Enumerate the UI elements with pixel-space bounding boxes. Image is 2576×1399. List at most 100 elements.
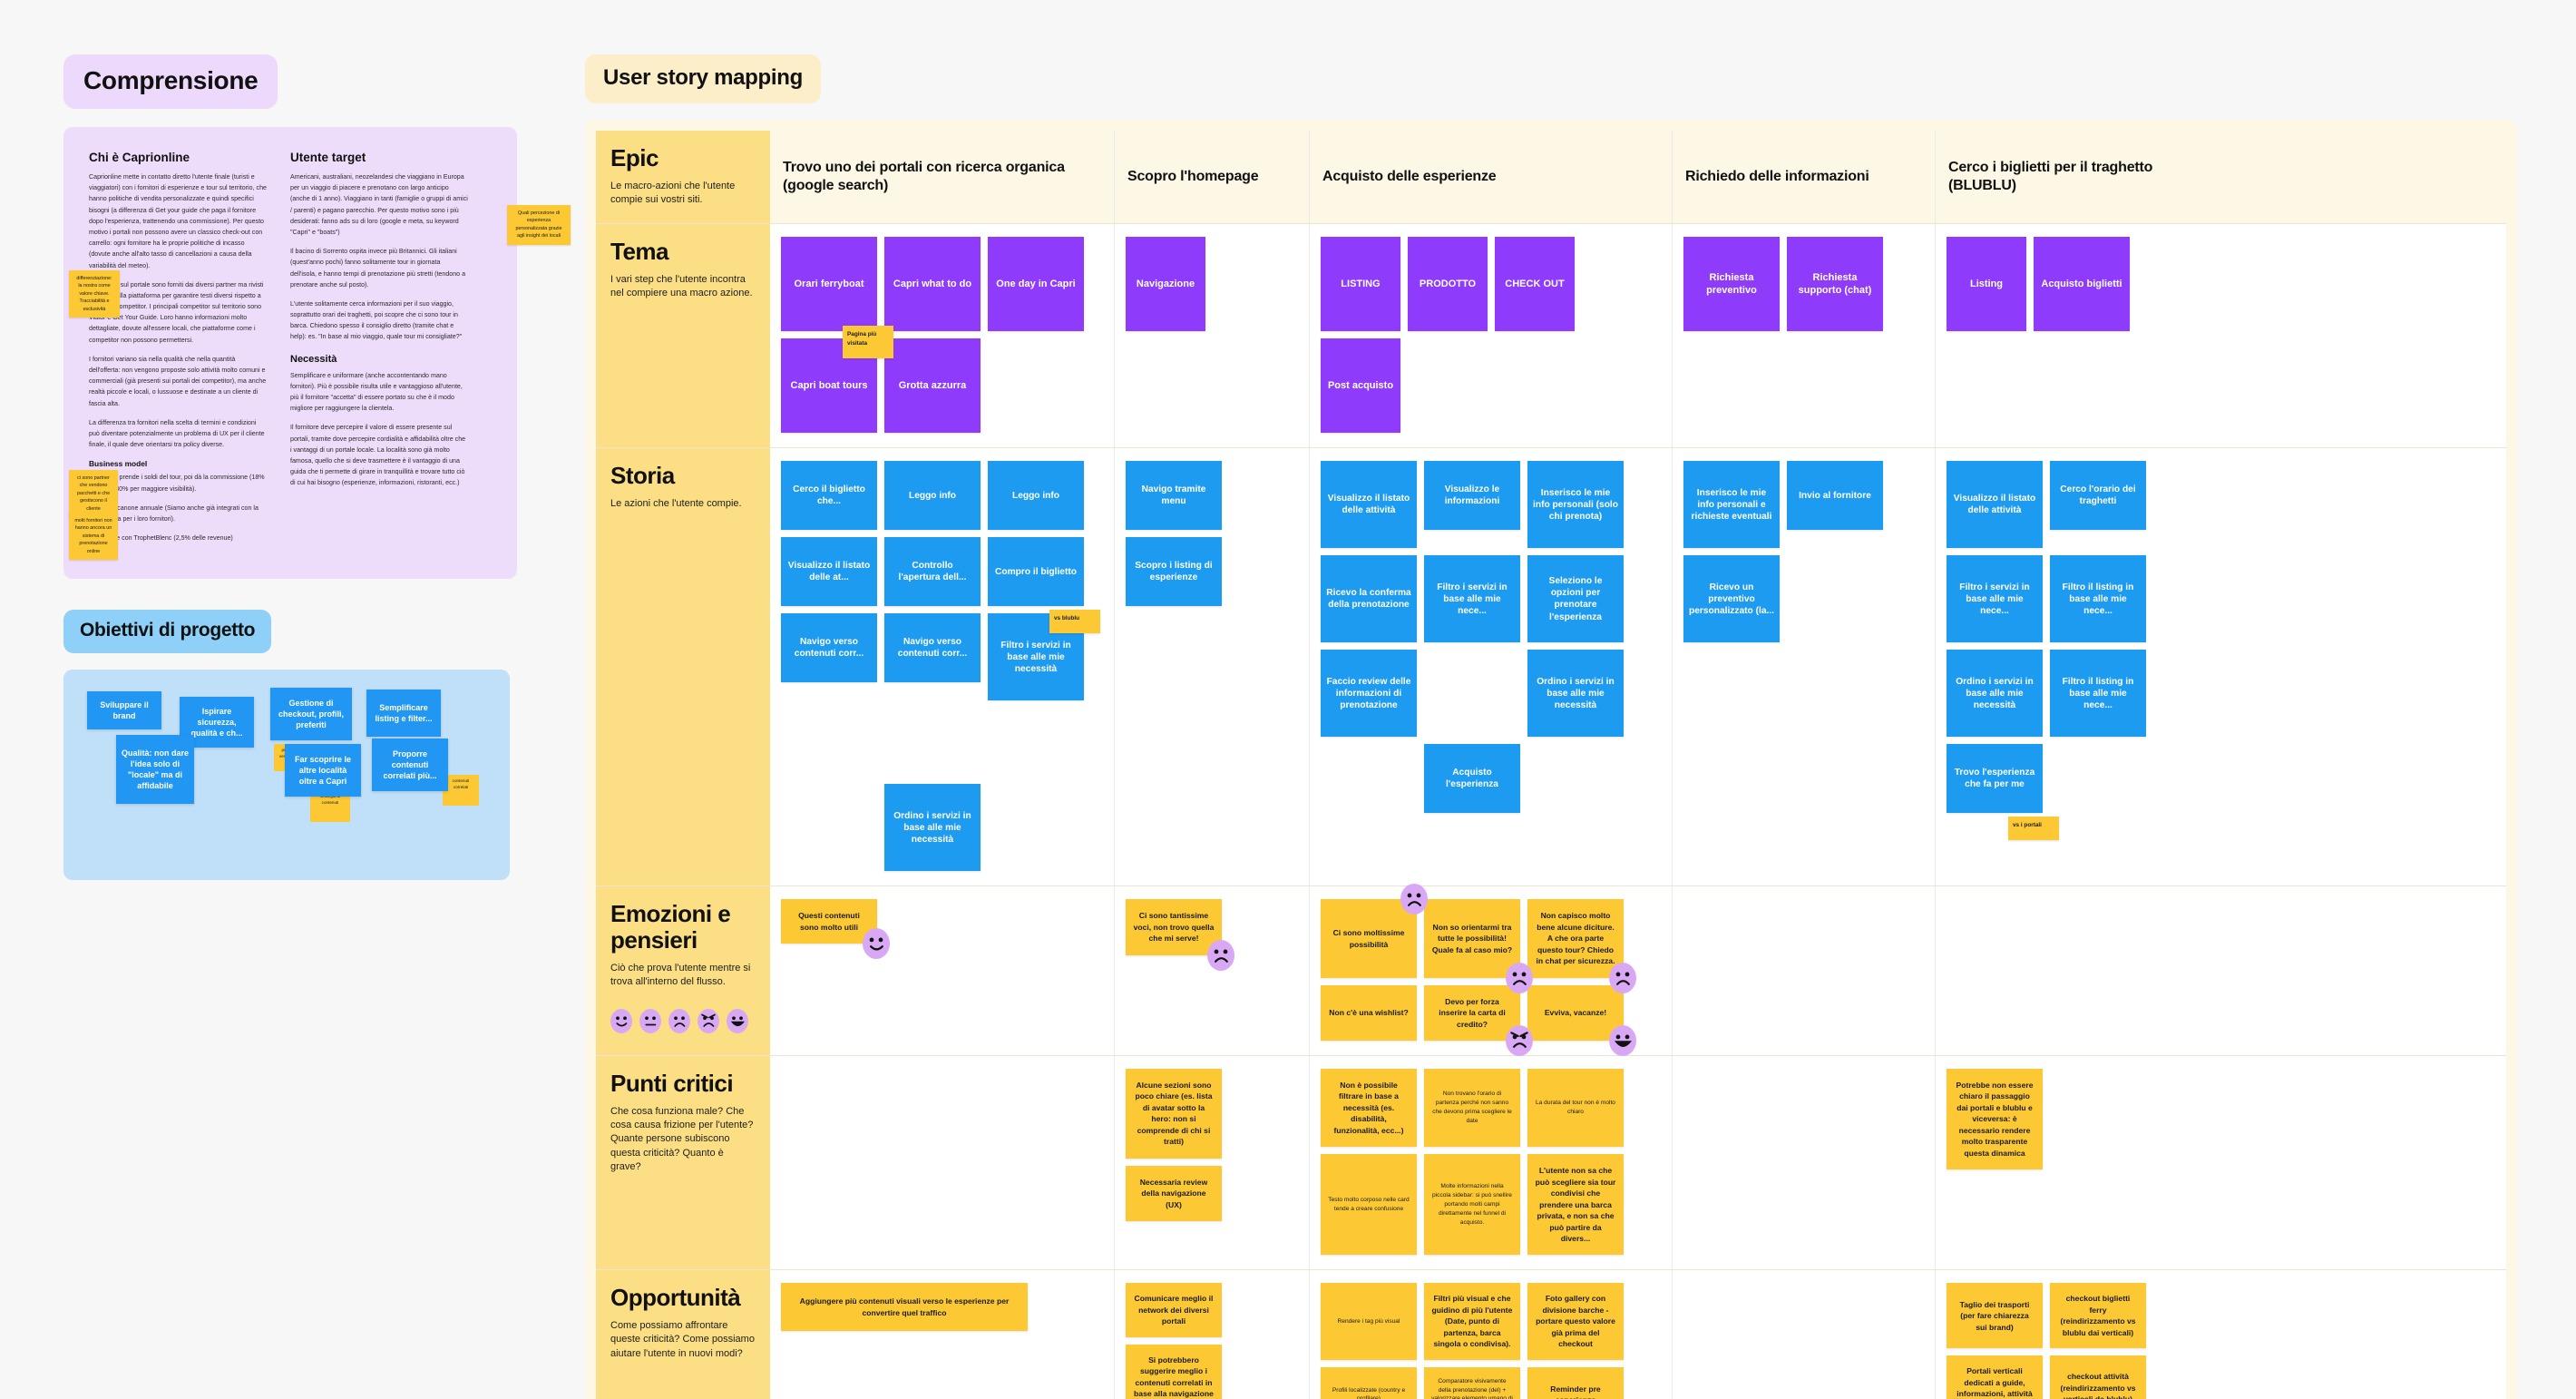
storia-card[interactable]: Navigo verso contenuti corr...: [884, 613, 981, 683]
card-sticky-note[interactable]: Pagina più visitata: [843, 326, 893, 359]
tema-card[interactable]: Listing: [1947, 237, 2026, 332]
storia-card[interactable]: Filtro il listing in base alle mie nece.…: [2050, 650, 2146, 738]
tema-card[interactable]: Richiesta preventivo: [1683, 237, 1780, 332]
tema-card[interactable]: LISTING: [1321, 237, 1400, 332]
emozione-note[interactable]: Ci sono tantissime voci, non trovo quell…: [1126, 899, 1234, 971]
emozione-note[interactable]: Questi contenuti sono molto utili: [781, 899, 890, 960]
tema-card[interactable]: Richiesta supporto (chat): [1787, 237, 1883, 332]
epic-column-3[interactable]: Richiedo delle informazioni: [1673, 131, 1936, 224]
storia-card[interactable]: Controllo l'apertura dell...: [884, 537, 981, 607]
storia-card-label: Faccio review delle informazioni di pren…: [1326, 676, 1411, 711]
emozione-note[interactable]: Non capisco molto bene alcune diciture. …: [1527, 899, 1636, 993]
comprensione-note[interactable]: molti fornitori non hanno ancora un sist…: [69, 513, 118, 560]
storia-card[interactable]: Ricevo la conferma della prenotazione: [1321, 555, 1417, 643]
tema-card[interactable]: Post acquisto: [1321, 338, 1400, 434]
comprensione-note[interactable]: Quali percezione di esperienza personali…: [507, 205, 571, 245]
storia-card[interactable]: Invio al fornitore: [1787, 461, 1883, 531]
opportunita-note[interactable]: Profili localizzate (country e profilare…: [1321, 1366, 1417, 1399]
obiettivi-card[interactable]: Proporre contenuti correlati più...: [372, 739, 448, 792]
storia-card[interactable]: Inserisco le mie info personali e richie…: [1683, 461, 1780, 549]
tema-card[interactable]: Capri what to do: [884, 237, 981, 332]
obiettivi-card[interactable]: Qualità: non dare l'idea solo di "locale…: [116, 735, 194, 805]
epic-label: Trovo uno dei portali con ricerca organi…: [783, 160, 1065, 194]
storia-card[interactable]: Visualizzo il listato delle attività: [1947, 461, 2043, 549]
punto-critico-note[interactable]: Alcune sezioni sono poco chiare (es. lis…: [1126, 1069, 1222, 1159]
emozioni-column-4: [1936, 886, 2203, 1055]
tema-card[interactable]: Navigazione: [1126, 237, 1205, 332]
emozione-note[interactable]: Ci sono moltissime possibilità: [1321, 884, 1428, 978]
obiettivi-card[interactable]: Semplificare listing e filter...: [366, 690, 441, 738]
card-sticky-note[interactable]: vs i portali: [2008, 816, 2059, 841]
tema-card[interactable]: Acquisto biglietti: [2034, 237, 2130, 332]
storia-card[interactable]: Cerco l'orario dei traghetti: [2050, 461, 2146, 531]
opportunita-note[interactable]: Taglio dei trasporti (per fare chiarezza…: [1947, 1283, 2043, 1349]
emozione-note[interactable]: Devo per forza inserire la carta di cred…: [1424, 984, 1533, 1056]
epic-column-4[interactable]: Cerco i biglietti per il traghetto (BLUB…: [1936, 131, 2203, 223]
opportunita-note[interactable]: Aggiungere più contenuti visuali verso l…: [781, 1283, 1028, 1332]
obiettivi-card[interactable]: Sviluppare il brand: [87, 691, 161, 730]
tema-card[interactable]: CHECK OUT: [1495, 237, 1575, 332]
punto-critico-note[interactable]: La durata del tour non è molto chiaro: [1527, 1069, 1624, 1148]
comprensione-note[interactable]: differenziazione: la nostra come valore …: [69, 270, 120, 318]
storia-card[interactable]: Ricevo un preventivo personalizzato (la.…: [1683, 555, 1780, 643]
storia-card[interactable]: Seleziono le opzioni per prenotare l'esp…: [1527, 555, 1624, 643]
storia-card[interactable]: Filtro i servizi in base alle mie nece..…: [1424, 555, 1520, 643]
storia-card[interactable]: Visualizzo le informazioni: [1424, 461, 1520, 531]
punto-critico-note[interactable]: Non trovano l'orario di partenza perché …: [1424, 1069, 1520, 1148]
storia-card[interactable]: Ordino i servizi in base alle mie necess…: [1527, 650, 1624, 738]
obiettivi-card[interactable]: Gestione di checkout, profili, preferiti: [270, 688, 352, 741]
storia-card[interactable]: Cerco il biglietto che...: [781, 461, 877, 531]
tema-card[interactable]: PRODOTTO: [1408, 237, 1488, 332]
punto-critico-note[interactable]: Potrebbe non essere chiaro il passaggio …: [1947, 1069, 2043, 1170]
obiettivi-note[interactable]: contenuti correlati: [443, 775, 479, 807]
punto-critico-note[interactable]: Molte informazioni nella piccola sidebar…: [1424, 1154, 1520, 1256]
opportunita-text: Comunicare meglio il network dei diversi…: [1134, 1294, 1214, 1326]
opportunita-note[interactable]: checkout biglietti ferry (reindirizzamen…: [2050, 1283, 2146, 1349]
storia-card[interactable]: Filtro il listing in base alle mie nece.…: [2050, 555, 2146, 643]
punto-critico-note[interactable]: Testo molto corposo nelle card tende a c…: [1321, 1154, 1417, 1256]
storia-card[interactable]: Navigo tramite menu: [1126, 461, 1222, 531]
storia-card[interactable]: Leggo info: [884, 461, 981, 531]
opportunita-note[interactable]: Foto gallery con divisione barche - port…: [1527, 1283, 1624, 1360]
comprensione-note[interactable]: ci sono partner che vendono pacchetti e …: [69, 470, 118, 517]
storia-card-label: Leggo info: [908, 490, 957, 501]
opportunita-note[interactable]: Filtri più visual e che guidino di più l…: [1424, 1283, 1520, 1360]
storia-card[interactable]: Visualizzo il listato delle at...: [781, 537, 877, 607]
card-group: Potrebbe non essere chiaro il passaggio …: [1947, 1069, 2192, 1170]
punto-critico-note[interactable]: Non è possibile filtrare in base a neces…: [1321, 1069, 1417, 1148]
opportunita-note[interactable]: checkout attività (reindirizzamento vs v…: [2050, 1355, 2146, 1399]
opportunita-note[interactable]: Rendere i tag più visual: [1321, 1283, 1417, 1360]
storia-card[interactable]: Visualizzo il listato delle attività: [1321, 461, 1417, 549]
emozione-note[interactable]: Evviva, vacanze!: [1527, 984, 1636, 1056]
storia-card[interactable]: Ordino i servizi in base alle mie necess…: [884, 784, 981, 872]
opportunita-note[interactable]: Si potrebbero suggerire meglio i contenu…: [1126, 1344, 1222, 1399]
opportunita-note[interactable]: Comunicare meglio il network dei diversi…: [1126, 1283, 1222, 1337]
emozione-note[interactable]: Non so orientarmi tra tutte le possibili…: [1424, 899, 1533, 993]
punto-critico-text: Non è possibile filtrare in base a neces…: [1333, 1081, 1404, 1135]
storia-card[interactable]: Filtro i servizi in base alle mie nece..…: [1947, 555, 2043, 643]
punto-critico-note[interactable]: Necessaria review della navigazione (UX): [1126, 1165, 1222, 1222]
emozione-note[interactable]: Non c'è una wishlist?: [1321, 984, 1417, 1041]
storia-card[interactable]: Leggo info: [988, 461, 1084, 531]
opportunita-note[interactable]: Reminder pre esperienza: [1527, 1366, 1624, 1399]
epic-column-2[interactable]: Acquisto delle esperienze: [1310, 131, 1673, 224]
tema-card[interactable]: Grotta azzurra: [884, 338, 981, 434]
tema-card[interactable]: One day in Capri: [988, 237, 1084, 332]
epic-column-0[interactable]: Trovo uno dei portali con ricerca organi…: [770, 131, 1115, 224]
punto-critico-note[interactable]: L'utente non sa che può scegliere sia to…: [1527, 1154, 1624, 1256]
opportunita-note[interactable]: Portali verticali dedicati a guide, info…: [1947, 1355, 2043, 1399]
obiettivi-card[interactable]: Far scoprire le altre località oltre a C…: [285, 744, 361, 797]
storia-card[interactable]: Navigo verso contenuti corr...: [781, 613, 877, 683]
card-sticky-note[interactable]: vs blublu: [1049, 609, 1100, 634]
obiettivi-card[interactable]: Ispirare sicurezza, qualità e ch...: [180, 697, 254, 748]
storia-card[interactable]: Acquisto l'esperienza: [1424, 744, 1520, 814]
storia-card[interactable]: Scopro i listing di esperienze: [1126, 537, 1222, 607]
storia-card[interactable]: Inserisco le mie info personali (solo ch…: [1527, 461, 1624, 549]
storia-card[interactable]: Ordino i servizi in base alle mie necess…: [1947, 650, 2043, 738]
epic-column-1[interactable]: Scopro l'homepage: [1115, 131, 1310, 224]
opportunita-note[interactable]: Comparatore visivamente della prenotazio…: [1424, 1366, 1520, 1399]
storia-card[interactable]: Faccio review delle informazioni di pren…: [1321, 650, 1417, 738]
